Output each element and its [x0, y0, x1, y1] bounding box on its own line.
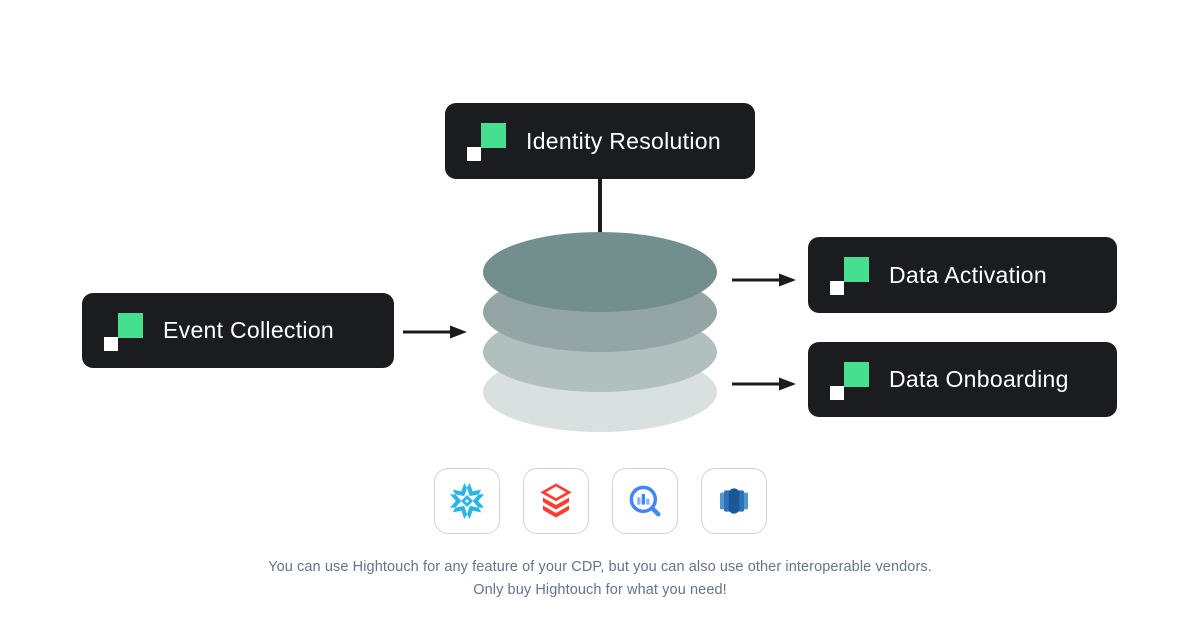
vendor-tile-row: [0, 468, 1200, 534]
hightouch-logo-white-square: [830, 385, 844, 400]
hightouch-logo-white-square: [104, 336, 118, 351]
arrow-event-to-warehouse: [403, 325, 467, 339]
snowflake-icon: [449, 482, 484, 520]
hightouch-logo-white-square: [467, 147, 481, 161]
databricks-icon: [539, 483, 572, 518]
node-data-activation: Data Activation: [808, 237, 1117, 313]
warehouse-stack: [483, 232, 717, 432]
caption: You can use Hightouch for any feature of…: [0, 556, 1200, 602]
node-label: Data Onboarding: [889, 366, 1069, 392]
vendor-tile-redshift: [700, 468, 767, 534]
node-event-collection: Event Collection: [82, 293, 394, 368]
arrow-warehouse-to-activation: [732, 273, 796, 287]
hightouch-logo-icon: [830, 256, 869, 295]
hightouch-logo-icon: [104, 312, 143, 351]
node-label: Event Collection: [163, 317, 334, 343]
bigquery-icon: [629, 485, 660, 517]
vendor-tile-databricks: [522, 468, 589, 534]
vendor-tile-snowflake: [433, 468, 500, 534]
caption-line-1: You can use Hightouch for any feature of…: [268, 559, 932, 575]
hightouch-logo-icon: [830, 361, 869, 400]
node-data-onboarding: Data Onboarding: [808, 342, 1117, 417]
warehouse-layer-1: [483, 232, 717, 312]
node-identity-resolution: Identity Resolution: [445, 103, 755, 179]
connector-line-identity-to-warehouse: [598, 178, 602, 234]
vendor-tile-bigquery: [611, 468, 678, 534]
hightouch-logo-white-square: [830, 281, 844, 295]
hightouch-logo-green-square: [118, 312, 143, 338]
hightouch-logo-green-square: [844, 257, 869, 282]
hightouch-logo-green-square: [481, 123, 506, 148]
hightouch-logo-green-square: [844, 361, 869, 387]
redshift-icon: [719, 488, 748, 514]
node-label: Data Activation: [889, 261, 1047, 288]
arrow-warehouse-to-onboarding: [732, 377, 796, 391]
hightouch-logo-icon: [467, 122, 506, 161]
caption-line-2: Only buy Hightouch for what you need!: [473, 582, 727, 598]
node-label: Identity Resolution: [526, 127, 721, 154]
